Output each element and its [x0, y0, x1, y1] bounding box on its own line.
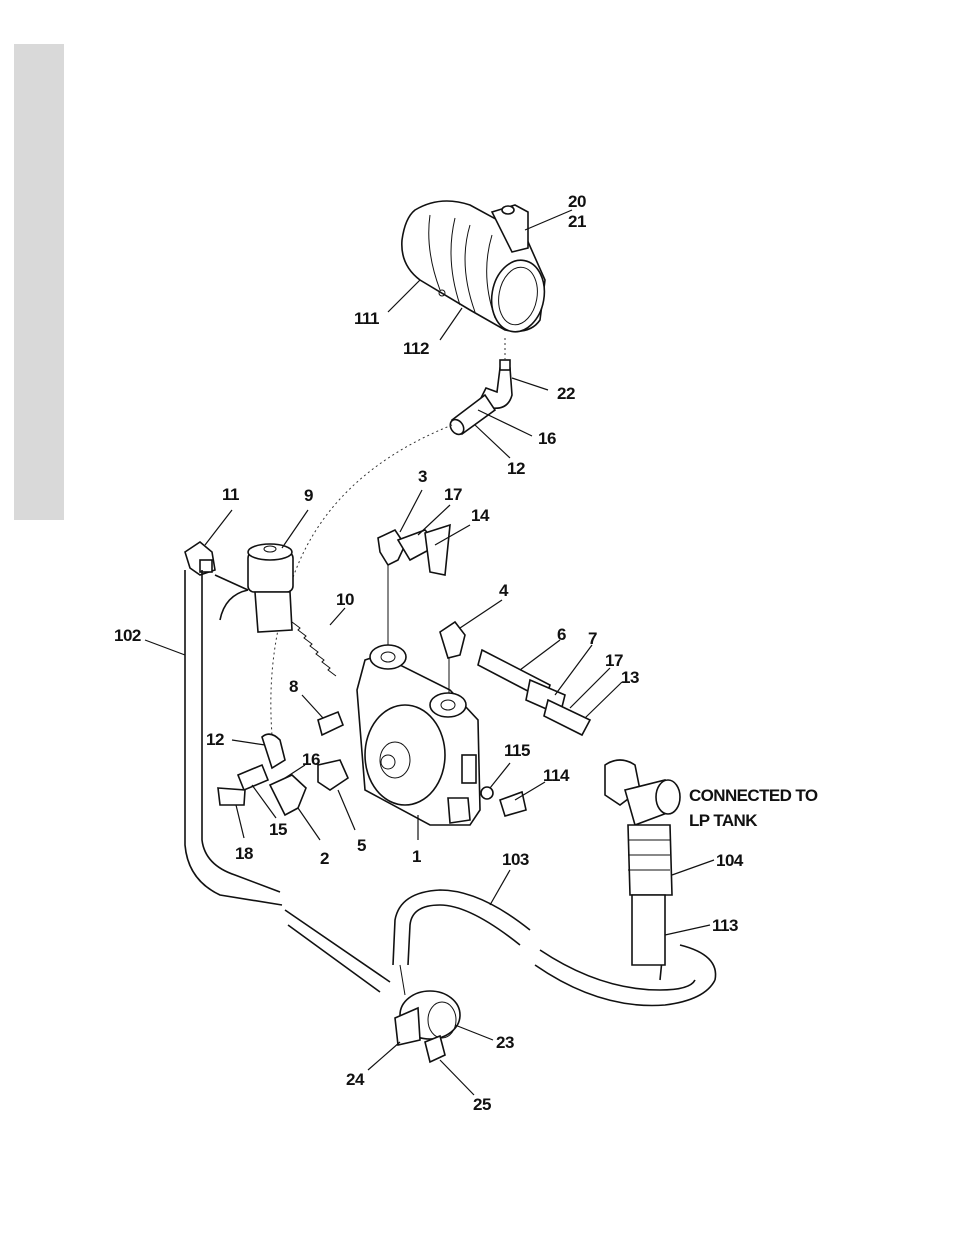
label-14: 14	[471, 506, 490, 525]
connection-note: CONNECTED TO LP TANK	[689, 786, 818, 830]
label-21: 21	[568, 212, 586, 231]
label-16-mid: 16	[302, 750, 320, 769]
label-112: 112	[403, 339, 429, 358]
solenoid-valve-9	[215, 544, 293, 632]
leader-lines	[145, 210, 714, 1095]
label-115: 115	[504, 741, 530, 760]
label-2: 2	[320, 849, 329, 868]
hose-103	[393, 890, 530, 965]
label-13: 13	[621, 668, 639, 687]
elbow-fitting-22	[447, 360, 512, 437]
label-6: 6	[557, 625, 566, 644]
elbow-fitting-3	[378, 525, 450, 575]
label-16-top: 16	[538, 429, 556, 448]
label-1: 1	[412, 847, 421, 866]
label-103: 103	[502, 850, 529, 869]
small-fittings	[218, 712, 348, 815]
label-3: 3	[418, 467, 427, 486]
callout-labels: 20 21 111 112 22 16 12 11 9 3 17 14 4 10…	[114, 192, 744, 1114]
label-5: 5	[357, 836, 366, 855]
label-9: 9	[304, 486, 313, 505]
label-25: 25	[473, 1095, 491, 1114]
label-113: 113	[712, 916, 738, 935]
label-7: 7	[588, 629, 597, 648]
note-line-1: CONNECTED TO	[689, 786, 818, 805]
label-20: 20	[568, 192, 586, 211]
label-111: 111	[354, 309, 379, 328]
label-23: 23	[496, 1033, 514, 1052]
burner-tube-assembly	[402, 201, 550, 336]
label-12-mid: 12	[206, 730, 224, 749]
regulator-23	[395, 965, 460, 1062]
label-22: 22	[557, 384, 575, 403]
label-15: 15	[269, 820, 287, 839]
elbow-fitting-11	[185, 542, 215, 575]
bolt-114	[481, 787, 526, 816]
label-114: 114	[543, 766, 570, 785]
label-4: 4	[499, 581, 509, 600]
label-12-top: 12	[507, 459, 525, 478]
spring-10	[292, 622, 336, 676]
label-104: 104	[716, 851, 744, 870]
label-102: 102	[114, 626, 141, 645]
label-17-a: 17	[444, 485, 462, 504]
label-8: 8	[289, 677, 298, 696]
label-24: 24	[346, 1070, 365, 1089]
pump-assembly-1	[357, 565, 480, 825]
note-line-2: LP TANK	[689, 811, 758, 830]
label-11: 11	[222, 485, 239, 504]
label-18: 18	[235, 844, 253, 863]
label-10: 10	[336, 590, 354, 609]
